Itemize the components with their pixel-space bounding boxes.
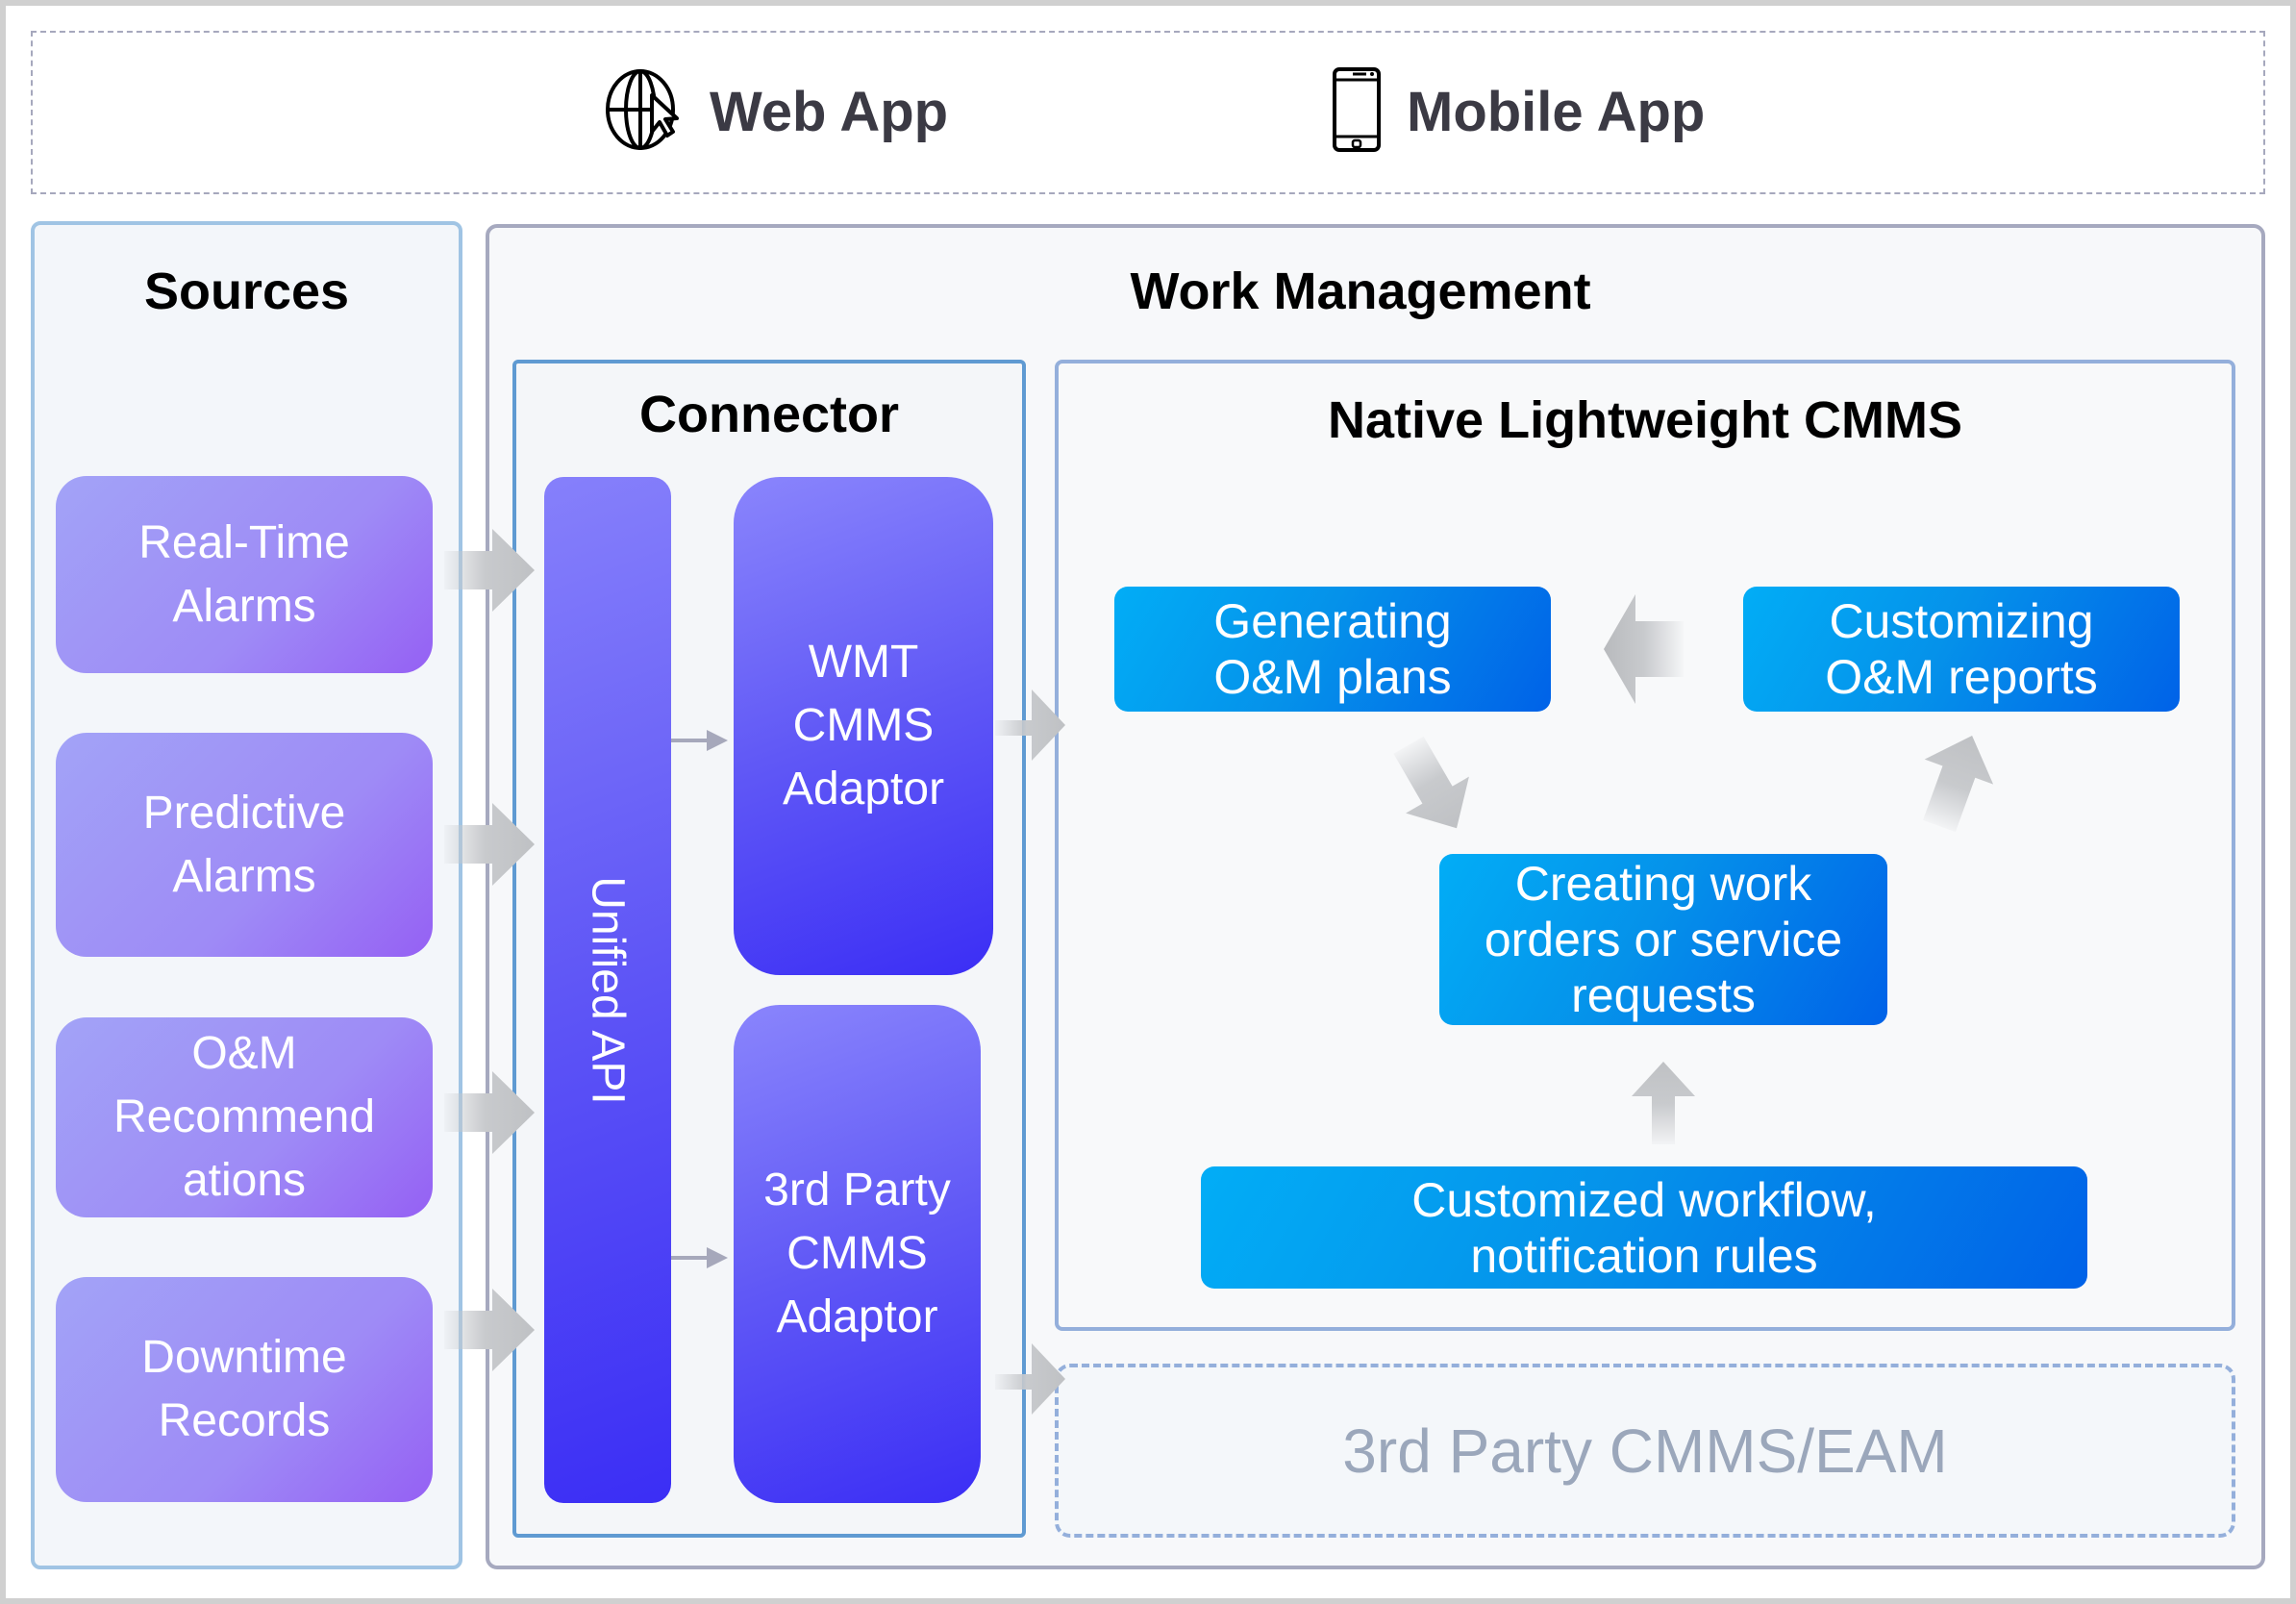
adaptor-label: WMT CMMS Adaptor [782,637,945,815]
arrow-down-right [1393,736,1469,829]
client-apps-bar [31,31,2265,194]
arrow-up-right [1922,736,1994,833]
source-label: Predictive Alarms [142,787,346,902]
mobile-app-label: Mobile App [1407,80,1706,143]
arrow-right [995,689,1065,761]
arrow-right [444,1289,535,1371]
source-downtime-records[interactable]: Downtime Records [56,1277,433,1502]
source-real-time-alarms[interactable]: Real-Time Alarms [56,476,433,673]
arrow-api-to-3rd [671,1247,728,1268]
step-creating-orders[interactable]: Creating work orders or service requests [1439,854,1887,1025]
third-party-cmms-adaptor[interactable]: 3rd Party CMMS Adaptor [734,1005,981,1503]
source-om-recommendations[interactable]: O&M Recommend ations [56,1017,433,1217]
adaptor-label: 3rd Party CMMS Adaptor [763,1165,951,1342]
connector-title: Connector [639,386,899,443]
unified-api-bar[interactable]: Unified API [544,477,671,1503]
step-label: Generating O&M plans [1213,594,1452,704]
mobile-app-item[interactable]: Mobile App [1332,63,1705,160]
arrow-right [444,1071,535,1154]
wmt-cmms-adaptor[interactable]: WMT CMMS Adaptor [734,477,993,975]
globe-cursor-icon [604,66,685,158]
native-cmms-title: Native Lightweight CMMS [1328,391,1962,449]
arrow-right [444,803,535,886]
arrow-left [1604,594,1684,704]
arrow-api-to-wmt [671,730,728,751]
sources-title: Sources [143,263,350,320]
arrow-right [995,1343,1065,1415]
third-party-cmms-eam[interactable]: 3rd Party CMMS/EAM [1055,1364,2235,1538]
step-workflow-rules[interactable]: Customized workflow, notification rules [1201,1166,2087,1289]
third-party-label: 3rd Party CMMS/EAM [1342,1416,1948,1486]
source-label: Downtime Records [141,1332,347,1446]
web-app-item[interactable]: Web App [604,63,948,160]
step-label: Creating work orders or service requests [1484,857,1843,1022]
work-management-title: Work Management [1130,263,1591,320]
web-app-label: Web App [710,80,949,143]
source-label: O&M Recommend ations [112,1028,376,1206]
arrow-up [1632,1062,1695,1144]
arrow-right [444,529,535,612]
smartphone-icon [1332,66,1382,158]
source-predictive-alarms[interactable]: Predictive Alarms [56,733,433,957]
source-label: Real-Time Alarms [138,516,350,632]
step-label: Customized workflow, notification rules [1411,1172,1877,1283]
step-generating-plans[interactable]: Generating O&M plans [1114,587,1551,712]
step-label: Customizing O&M reports [1825,594,2098,704]
step-customizing-reports[interactable]: Customizing O&M reports [1743,587,2180,712]
